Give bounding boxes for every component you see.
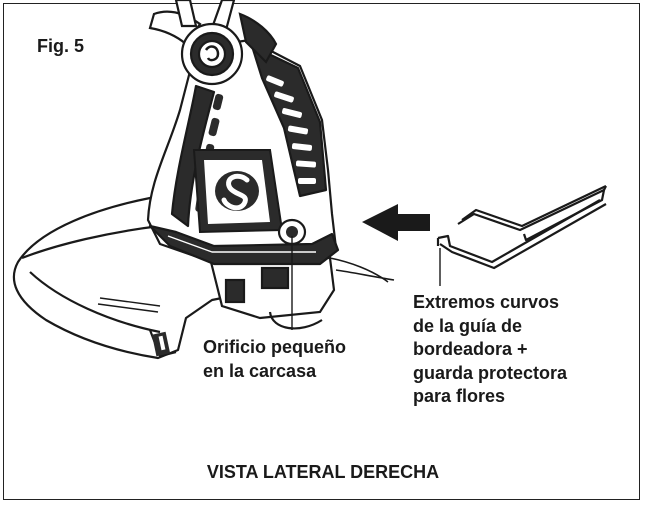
hole-callout-line: Orificio pequeño	[203, 337, 347, 357]
guide-ends-callout-line: Extremos curvos	[413, 292, 560, 312]
hole-callout-label: Orificio pequeño en la carcasa	[203, 335, 346, 383]
guide-ends-callout-line: de la guía de	[413, 315, 523, 336]
guard-latch	[151, 331, 171, 357]
figure-title: Fig. 5	[37, 36, 85, 56]
trimmer-line	[335, 269, 395, 281]
hole-callout-line: en la carcasa	[203, 361, 317, 381]
brand-s-logo-icon	[215, 171, 259, 211]
shaft-connector	[148, 0, 278, 86]
spool-housing	[208, 256, 389, 330]
edging-guide-wire-drawing	[436, 185, 607, 270]
guide-ends-callout-line: guarda protectora	[413, 362, 568, 383]
guide-ends-callout-label: Extremos curvos de la guía de bordeadora…	[413, 291, 567, 409]
grip-ribs	[266, 75, 317, 184]
insert-direction-arrow-icon	[362, 204, 430, 241]
view-caption: VISTA LATERAL DERECHA	[206, 462, 440, 482]
guide-ends-callout-line: para flores	[413, 386, 506, 406]
guide-ends-callout-line: bordeadora +	[413, 339, 528, 359]
